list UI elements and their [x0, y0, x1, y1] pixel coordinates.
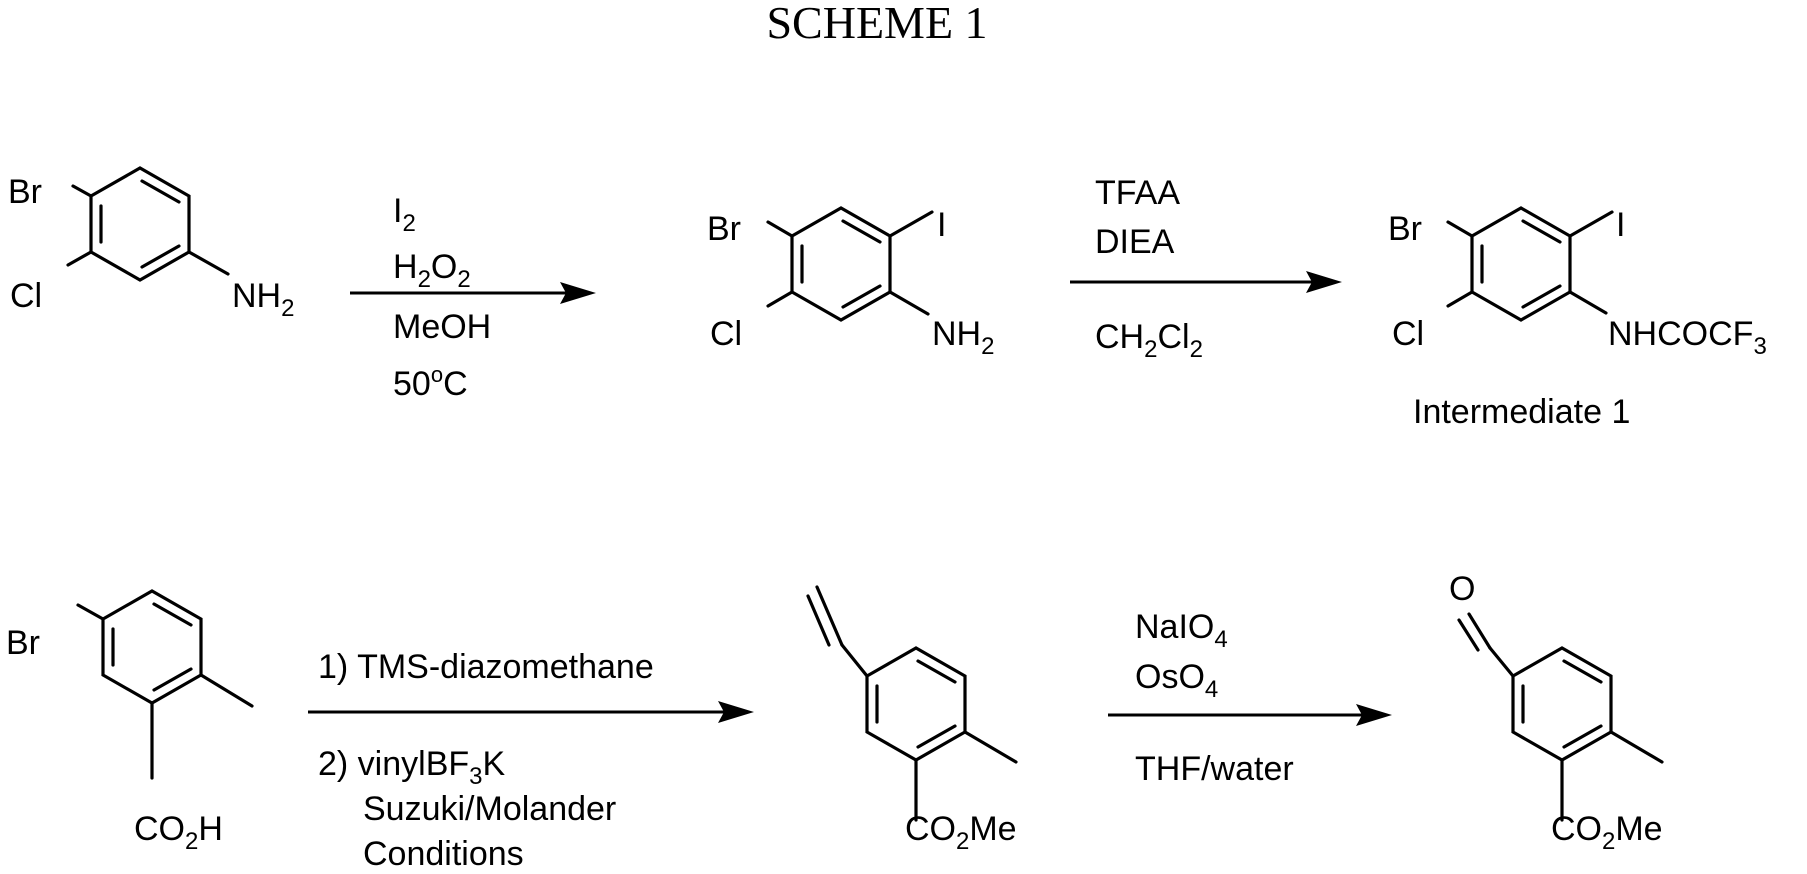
- atom-nh2: NH2: [932, 315, 994, 360]
- atom-br: Br: [707, 210, 741, 248]
- group-nhcocf3: NHCOCF3: [1608, 315, 1767, 360]
- group-co2me: CO2Me: [905, 810, 1017, 855]
- reaction-arrow-1: [350, 282, 596, 304]
- solvent-thf-water: THF/water: [1135, 750, 1294, 788]
- bond-i: [1570, 212, 1612, 236]
- reagent-tfaa: TFAA: [1095, 174, 1180, 212]
- structure-4-bromo-3-chloroaniline: Br Cl NH2: [8, 168, 294, 322]
- atom-cl: Cl: [1392, 315, 1424, 353]
- compound-label-intermediate-1: Intermediate 1: [1413, 393, 1630, 431]
- reagent-naio4: NaIO4: [1135, 608, 1228, 653]
- vinyl-group: [808, 587, 867, 676]
- atom-br: Br: [8, 173, 42, 211]
- atom-o: O: [1449, 570, 1475, 608]
- bond-br: [73, 186, 91, 196]
- bond-cl: [68, 252, 91, 265]
- reagent-step-1: 1) TMS-diazomethane: [318, 648, 654, 686]
- reaction-temperature: 50oC: [393, 362, 468, 403]
- structure-methyl-2-methyl-5-vinylbenzoate: CO2Me: [808, 587, 1017, 855]
- bond-methyl: [201, 675, 252, 706]
- group-co2h: CO2H: [134, 810, 223, 855]
- reaction-arrow-4: [1108, 704, 1392, 726]
- aldehyde-group: [1459, 614, 1513, 676]
- reaction-arrow-3: [308, 701, 754, 723]
- benzene-ring: [792, 208, 890, 320]
- reagent-step-2-conditions-name: Suzuki/Molander: [363, 790, 616, 828]
- atom-cl: Cl: [10, 277, 42, 315]
- structure-methyl-5-formyl-2-methylbenzoate: O CO2Me: [1449, 570, 1663, 855]
- reagents-esterification-vinylation: 1) TMS-diazomethane 2) vinylBF3K Suzuki/…: [318, 648, 654, 873]
- atom-i: I: [1616, 206, 1625, 244]
- reagents-oxidative-cleavage: NaIO4 OsO4 THF/water: [1135, 608, 1294, 788]
- structure-5-bromo-2-methylbenzoic-acid: Br CO2H: [6, 591, 252, 855]
- atom-nh2: NH2: [232, 277, 294, 322]
- bond-br: [768, 222, 792, 236]
- atom-br: Br: [1388, 210, 1422, 248]
- bond-methyl: [1611, 732, 1662, 762]
- atom-br: Br: [6, 624, 40, 662]
- benzene-ring: [1513, 648, 1611, 760]
- bond-nh2: [890, 292, 928, 314]
- reagents-iodination: I2 H2O2 MeOH 50oC: [393, 192, 491, 403]
- reagent-meoh: MeOH: [393, 308, 491, 346]
- bond-cl: [1448, 292, 1472, 306]
- benzene-ring: [91, 168, 189, 280]
- scheme-title: SCHEME 1: [766, 0, 987, 48]
- reaction-arrow-2: [1070, 271, 1342, 293]
- reagent-step-2-conditions: Conditions: [363, 835, 524, 873]
- bond-cl: [768, 292, 792, 306]
- solvent-ch2cl2: CH2Cl2: [1095, 318, 1203, 363]
- reagent-diea: DIEA: [1095, 223, 1175, 261]
- benzene-ring: [1472, 208, 1570, 320]
- reagent-h2o2: H2O2: [393, 248, 471, 293]
- bond-br: [1448, 222, 1472, 236]
- atom-i: I: [937, 206, 946, 244]
- bond-nh2: [189, 252, 228, 274]
- reagent-oso4: OsO4: [1135, 658, 1218, 703]
- group-co2me: CO2Me: [1551, 810, 1663, 855]
- bond-br: [78, 605, 103, 619]
- bond-i: [890, 212, 932, 236]
- reagent-i2: I2: [393, 192, 416, 237]
- benzene-ring: [867, 648, 965, 760]
- bond-methyl: [965, 732, 1016, 762]
- reagent-step-2: 2) vinylBF3K: [318, 745, 506, 790]
- benzene-ring: [103, 591, 201, 703]
- bond-nh: [1570, 292, 1606, 313]
- structure-intermediate-1: Br Cl I NHCOCF3 Intermediate 1: [1388, 206, 1767, 431]
- atom-cl: Cl: [710, 315, 742, 353]
- reagents-acylation: TFAA DIEA CH2Cl2: [1095, 174, 1203, 363]
- structure-4-bromo-5-chloro-2-iodoaniline: Br Cl I NH2: [707, 206, 994, 360]
